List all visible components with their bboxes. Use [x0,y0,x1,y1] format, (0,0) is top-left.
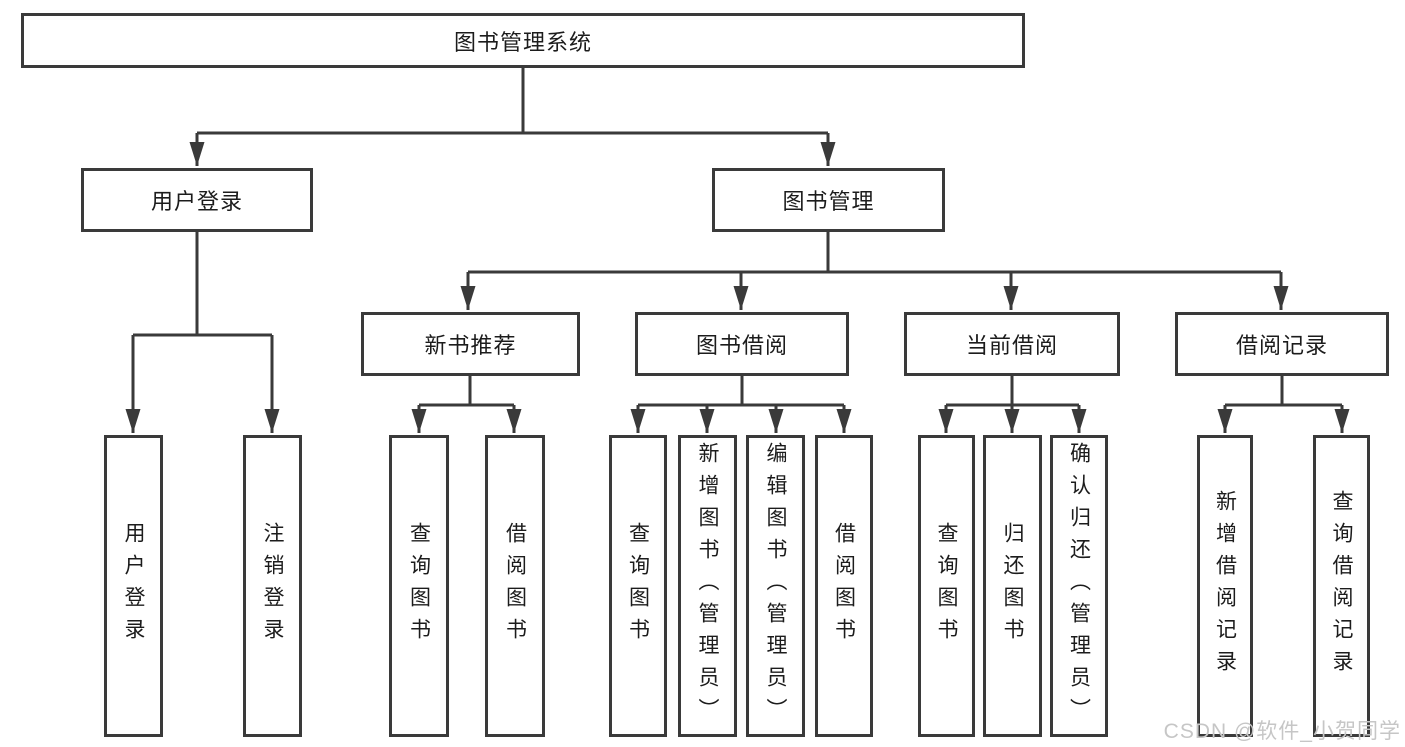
connector-new-book [411,376,522,433]
node-label: 图书借阅 [695,333,788,358]
leaf-query-book-2: 查询图书 [609,435,667,737]
node-user-login-module: 用户登录 [81,168,313,232]
leaf-user-login: 用户登录 [104,435,163,737]
node-book-borrow: 图书借阅 [635,312,849,376]
node-label: 查询借阅记录 [1330,490,1353,682]
connector-borrow-record [1217,376,1350,433]
leaf-return-book: 归还图书 [983,435,1042,737]
node-new-book-recommend: 新书推荐 [361,312,580,376]
node-book-management-module: 图书管理 [712,168,945,232]
node-label: 归还图书 [1001,522,1024,650]
node-label: 图书管理系统 [453,29,592,55]
leaf-add-borrow-record: 新增借阅记录 [1197,435,1253,737]
node-label: 借阅图书 [503,522,527,650]
node-label: 用户登录 [122,522,145,650]
leaf-edit-book-admin: 编辑图书（管理员） [746,435,805,737]
leaf-query-book-1: 查询图书 [389,435,449,737]
node-label: 编辑图书（管理员） [764,442,787,730]
connector-root [189,68,836,166]
connector-book-borrow [630,376,852,433]
node-label: 新书推荐 [424,333,517,358]
connector-book-management [460,232,1289,310]
node-label: 查询图书 [935,522,958,650]
node-label: 新增图书（管理员） [696,442,719,730]
node-label: 用户登录 [150,189,243,214]
leaf-confirm-return-admin: 确认归还（管理员） [1050,435,1108,737]
node-label: 图书管理 [782,189,875,214]
leaf-add-book-admin: 新增图书（管理员） [678,435,737,737]
node-label: 查询图书 [407,522,431,650]
node-label: 新增借阅记录 [1213,490,1237,682]
node-library-system: 图书管理系统 [21,13,1025,68]
node-borrow-record: 借阅记录 [1175,312,1389,376]
node-label: 借阅图书 [832,522,856,650]
node-label: 借阅记录 [1235,333,1328,358]
csdn-watermark: CSDN @软件_小贺同学 [1163,720,1401,743]
node-label: 查询图书 [626,522,650,650]
leaf-query-book-3: 查询图书 [918,435,975,737]
connector-current-borrow [938,376,1087,433]
leaf-borrow-book-1: 借阅图书 [485,435,545,737]
connector-user-login [125,232,280,433]
leaf-query-borrow-record: 查询借阅记录 [1313,435,1370,737]
node-label: 确认归还（管理员） [1067,442,1091,730]
node-current-borrow: 当前借阅 [904,312,1120,376]
leaf-logout: 注销登录 [243,435,302,737]
leaf-borrow-book-2: 借阅图书 [815,435,873,737]
node-label: 注销登录 [261,522,284,650]
node-label: 当前借阅 [965,333,1058,358]
